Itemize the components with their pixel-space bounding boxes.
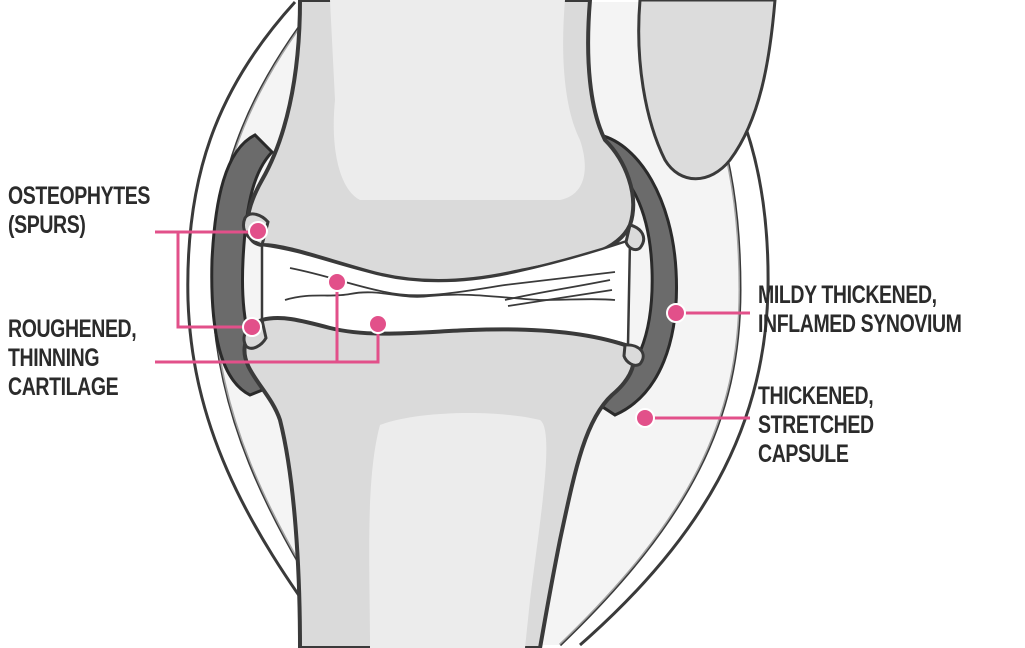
label-osteophytes: OSTEOPHYTES (SPURS) — [8, 182, 150, 240]
tibia-inner — [369, 413, 546, 648]
osteophyte-dot-upper — [249, 222, 267, 240]
label-synovium: MILDY THICKENED, INFLAMED SYNOVIUM — [758, 281, 962, 339]
label-synovium-line1: MILDY THICKENED, — [758, 281, 962, 310]
cartilage-dot-right — [369, 315, 387, 333]
capsule-dot — [636, 409, 654, 427]
label-capsule-line3: CAPSULE — [758, 440, 874, 469]
label-capsule: THICKENED, STRETCHED CAPSULE — [758, 382, 874, 469]
label-capsule-line1: THICKENED, — [758, 382, 874, 411]
label-synovium-line2: INFLAMED SYNOVIUM — [758, 310, 962, 339]
osteophyte-dot-lower — [243, 318, 261, 336]
synovium-dot — [667, 304, 685, 322]
label-capsule-line2: STRETCHED — [758, 411, 874, 440]
cartilage-dot-left — [328, 273, 346, 291]
femur-inner — [330, 0, 585, 200]
label-cartilage-line3: CARTILAGE — [8, 373, 136, 402]
label-cartilage-line1: ROUGHENED, — [8, 315, 136, 344]
label-cartilage-line2: THINNING — [8, 344, 136, 373]
label-cartilage: ROUGHENED, THINNING CARTILAGE — [8, 315, 136, 402]
label-osteophytes-line1: OSTEOPHYTES — [8, 182, 150, 211]
label-osteophytes-line2: (SPURS) — [8, 211, 150, 240]
